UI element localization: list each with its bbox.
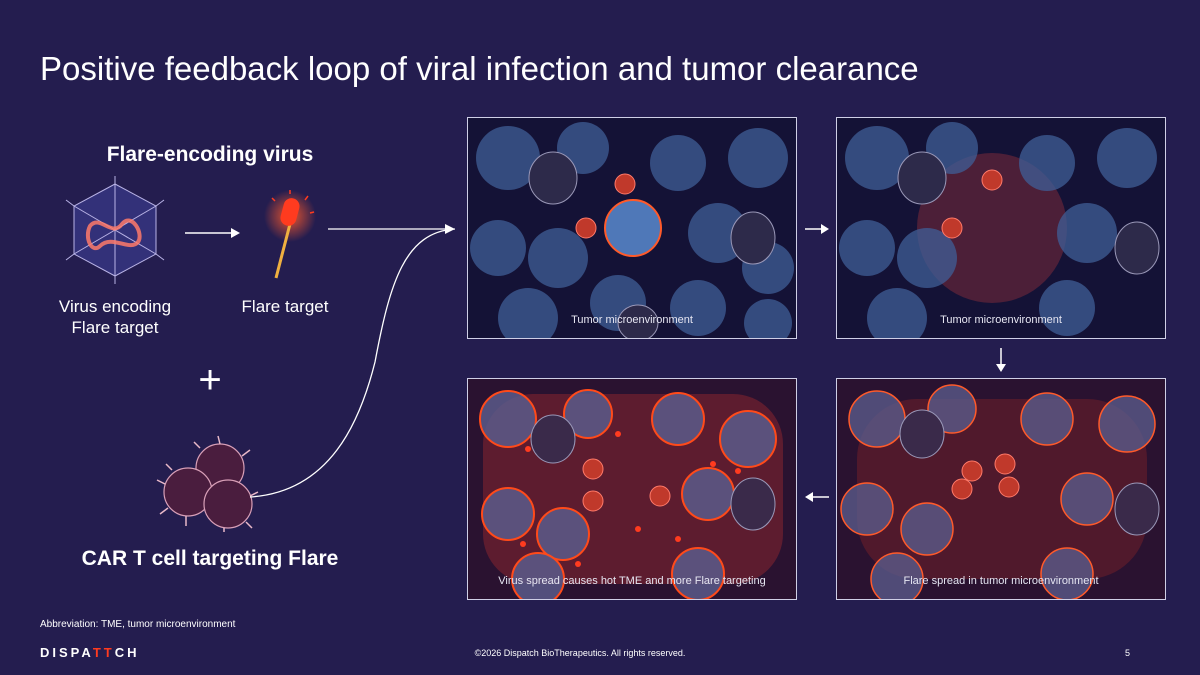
slide-title: Positive feedback loop of viral infectio… bbox=[40, 50, 919, 87]
plus-sign: + bbox=[198, 358, 222, 402]
virus-caption-line2: Flare target bbox=[71, 318, 159, 337]
flare-caption: Flare target bbox=[241, 297, 329, 316]
abbreviation-note: Abbreviation: TME, tumor microenvironmen… bbox=[40, 619, 236, 630]
car-t-cell-icon bbox=[156, 435, 259, 532]
page-number: 5 bbox=[1124, 648, 1130, 658]
arrow-right-icon bbox=[805, 224, 829, 234]
panel-tme-1: Tumor microenvironment bbox=[467, 117, 797, 339]
virus-heading: Flare-encoding virus bbox=[106, 143, 314, 166]
panel-label: Tumor microenvironment bbox=[940, 314, 1062, 326]
arrow-left-icon bbox=[805, 492, 829, 502]
panel-label: Flare spread in tumor microenvironment bbox=[903, 575, 1099, 587]
virus-caption: Virus encoding Flare target bbox=[40, 296, 190, 338]
arrow-right-icon bbox=[185, 228, 240, 238]
panel-tme-2: Tumor microenvironment bbox=[836, 117, 1166, 339]
connector-curve bbox=[249, 224, 456, 498]
panel-tme-4: Virus spread causes hot TME and more Fla… bbox=[467, 378, 797, 600]
virus-caption-line1: Virus encoding bbox=[58, 297, 172, 316]
copyright-text: ©2026 Dispatch BioTherapeutics. All righ… bbox=[474, 648, 686, 658]
panel-tme-3: Flare spread in tumor microenvironment bbox=[836, 378, 1166, 600]
logo-text-left: DISPA bbox=[40, 645, 93, 660]
dispatch-logo: DISPATTCH bbox=[40, 645, 139, 660]
flare-target-icon bbox=[264, 190, 316, 279]
virus-icon bbox=[65, 176, 165, 284]
panel-label: Virus spread causes hot TME and more Fla… bbox=[498, 575, 766, 587]
logo-mark: TT bbox=[92, 645, 115, 660]
panel-label: Tumor microenvironment bbox=[571, 314, 693, 326]
arrow-down-icon bbox=[996, 348, 1006, 372]
logo-text-right: CH bbox=[114, 645, 140, 660]
cart-heading: CAR T cell targeting Flare bbox=[81, 547, 339, 570]
